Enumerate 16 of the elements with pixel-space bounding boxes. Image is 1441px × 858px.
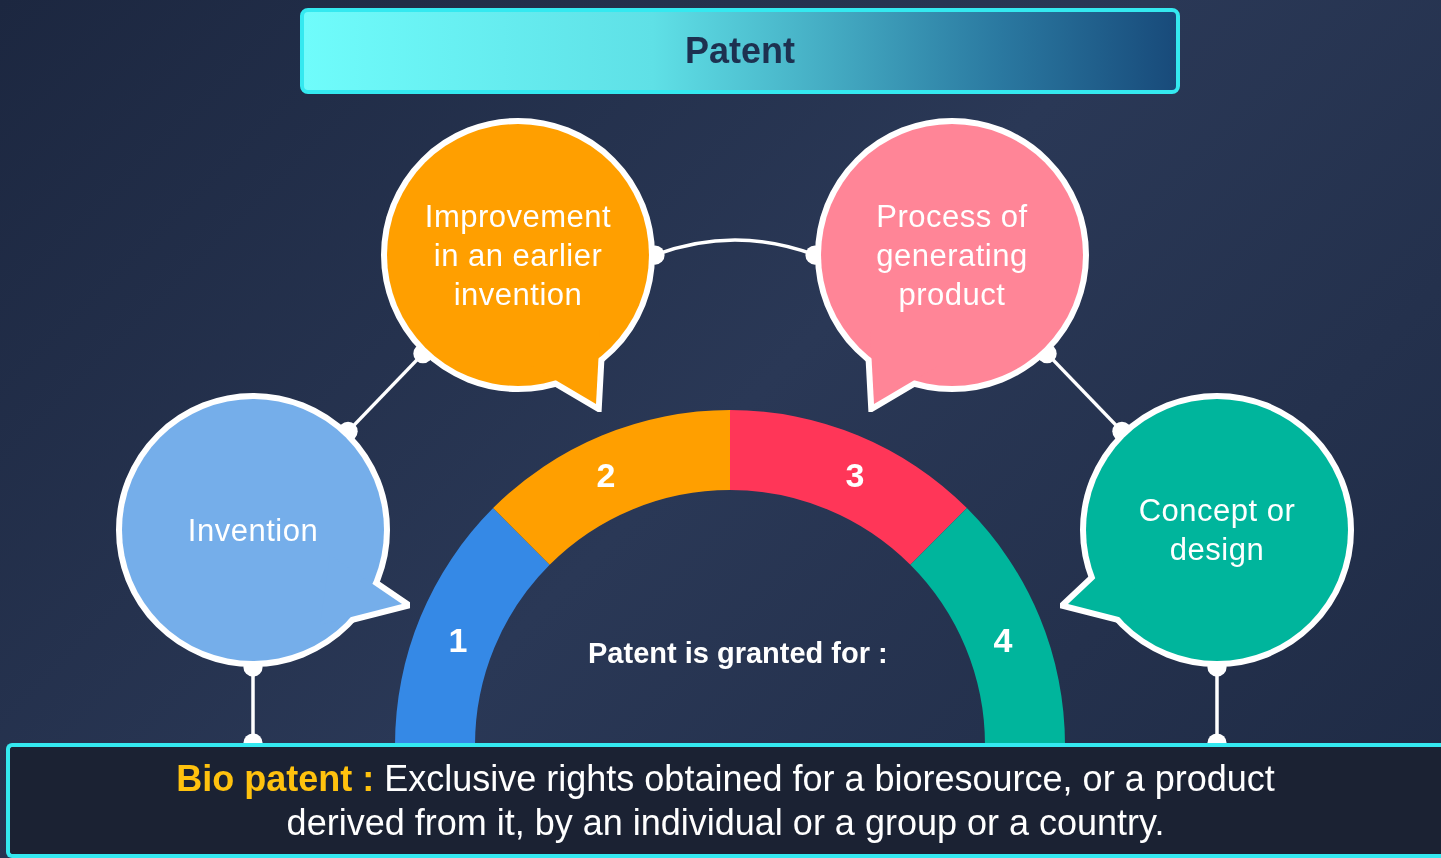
- arc-segment: [395, 508, 550, 745]
- bubble-text: Invention: [186, 511, 320, 550]
- center-caption: Patent is granted for :: [588, 637, 888, 670]
- definition-text: Bio patent : Exclusive rights obtained for a bioresource, or a product derived from it, by an individual or a group or a country.: [175, 756, 1276, 845]
- segment-number: 2: [596, 457, 616, 493]
- segment-number: 4: [993, 622, 1013, 658]
- arc-segment: [493, 410, 730, 565]
- segment-number: 3: [845, 457, 865, 493]
- definition-box: [6, 743, 1441, 858]
- bubble-text: Process of generating product: [875, 197, 1029, 314]
- arc-segment: [910, 508, 1065, 745]
- title-banner: Patent: [300, 8, 1180, 94]
- bubble-text: Improvement in an earlier invention: [423, 197, 613, 314]
- arc-segment: [730, 410, 967, 565]
- segment-number: 1: [448, 622, 468, 658]
- bubble-text: Concept or design: [1137, 492, 1297, 569]
